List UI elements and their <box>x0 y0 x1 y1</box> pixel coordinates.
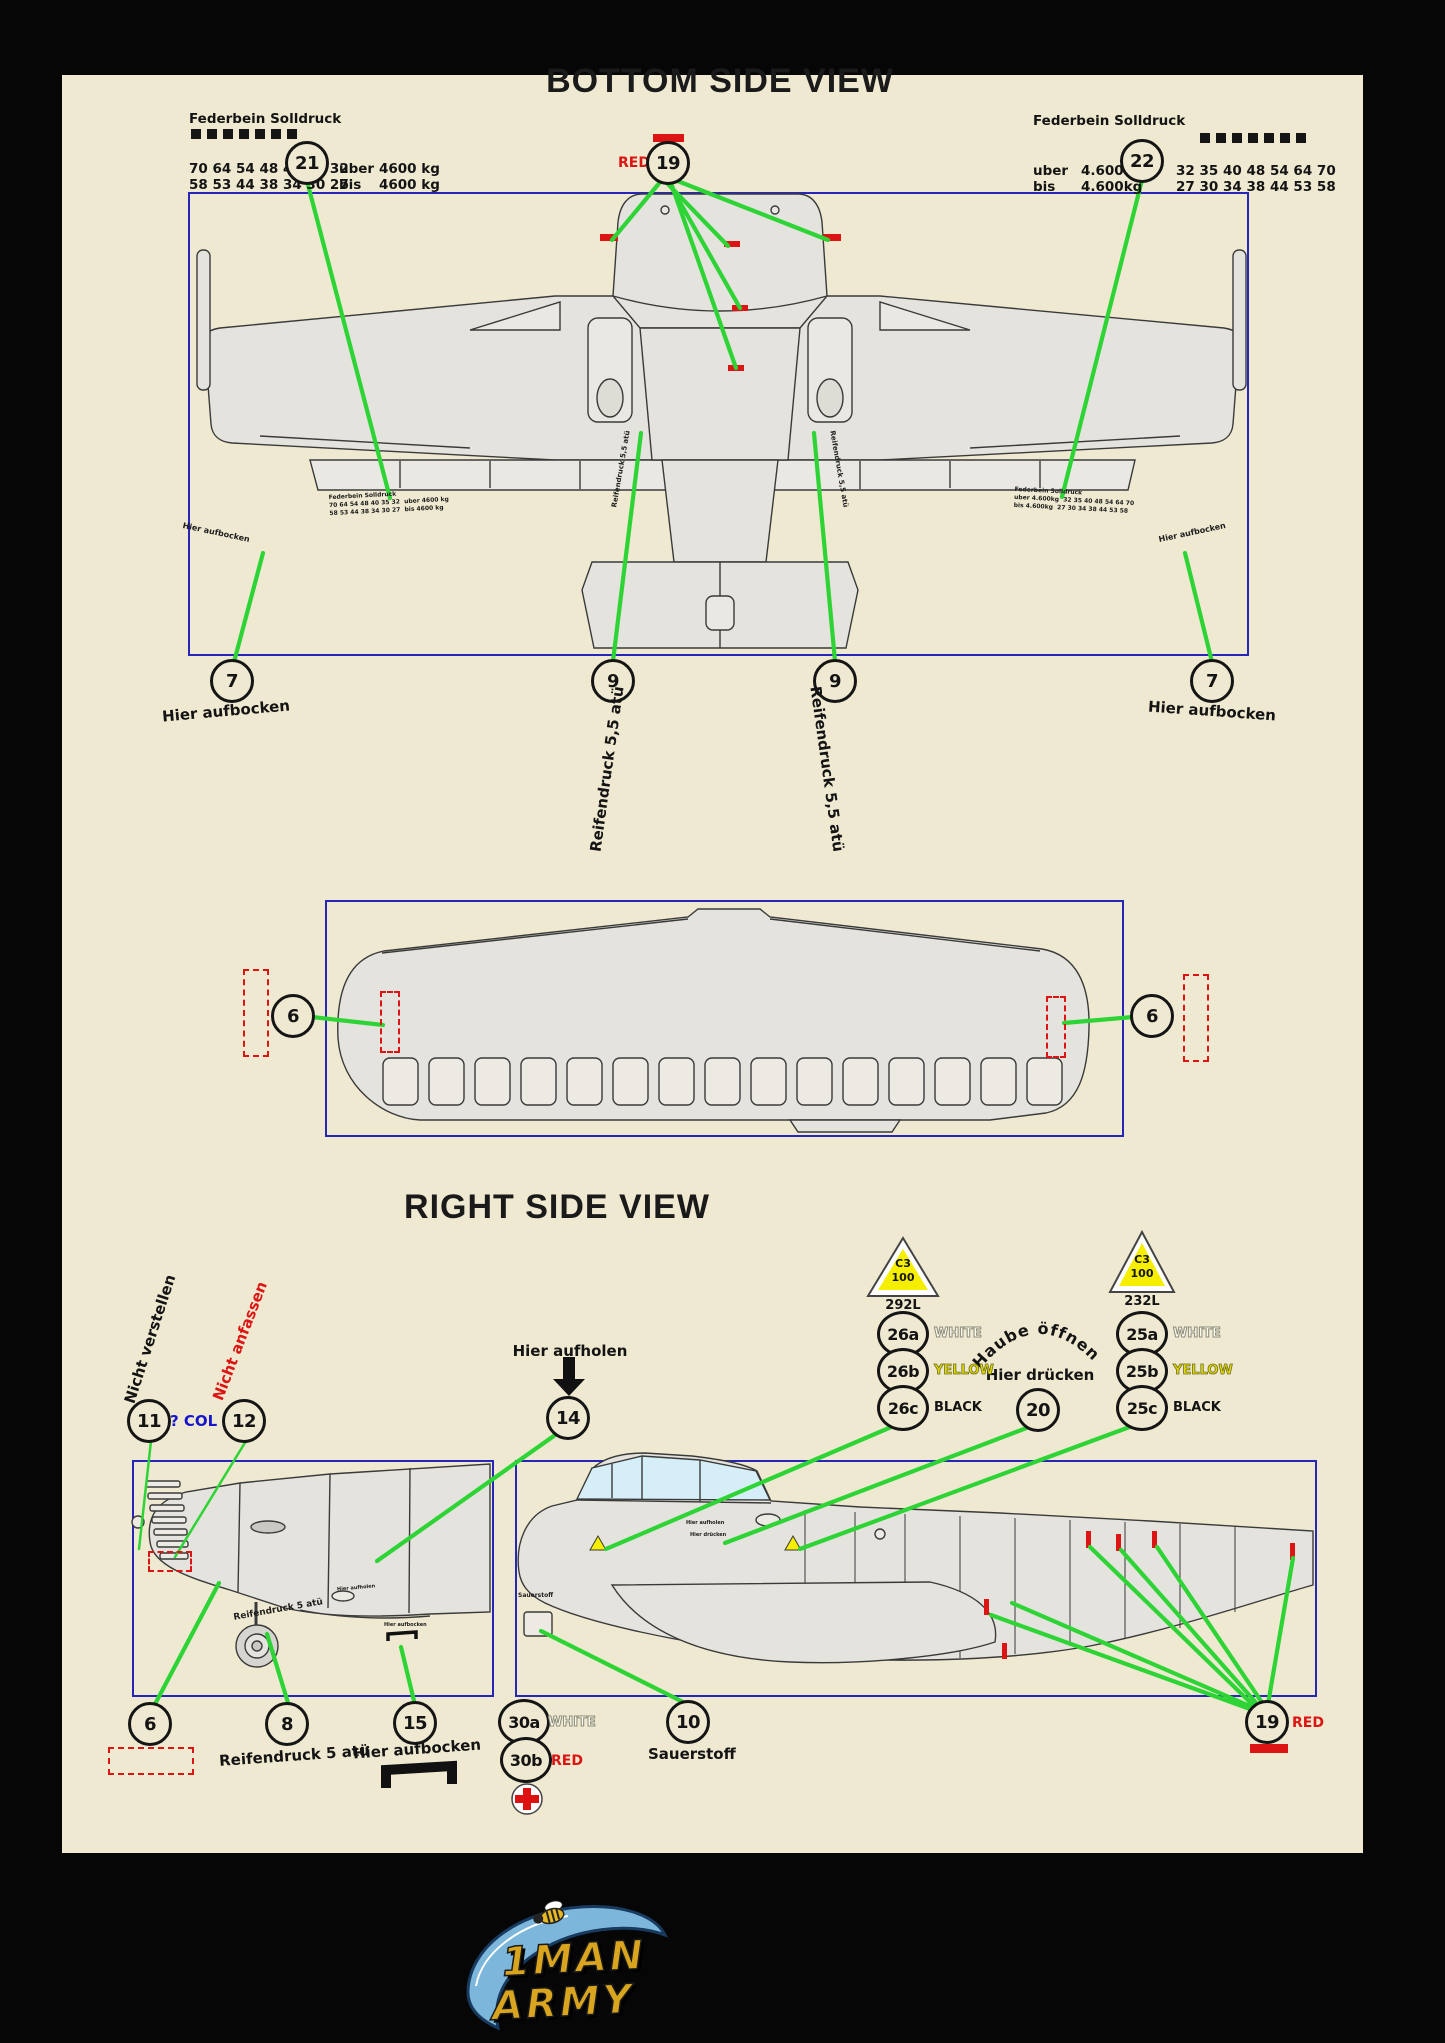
triangle-octane-left: 100 <box>891 1271 915 1284</box>
callout-6-mid-right: 6 <box>1130 994 1174 1038</box>
nose-view-frame <box>132 1460 494 1697</box>
triangle-octane-right: 100 <box>1130 1267 1154 1280</box>
bee-icon <box>533 1900 565 1925</box>
pressure-table-right: Federbein Solldruck uber 4.600kg 32 35 4… <box>1033 80 1336 229</box>
decal-outline-nose <box>148 1551 192 1572</box>
table-cell: 4600 kg <box>379 160 440 177</box>
bottom-view-title: BOTTOM SIDE VIEW <box>546 62 894 100</box>
hier-aufholen-label: Hier aufholen <box>512 1342 628 1360</box>
pressure-table-right-title: Federbein Solldruck <box>1033 113 1186 129</box>
callout-20: 20 <box>1016 1388 1060 1432</box>
triangle-grade-right: C3 <box>1134 1253 1150 1266</box>
triangle-code-right: 232L <box>1124 1294 1160 1309</box>
yellow-label-26b: YELLOW <box>934 1363 995 1379</box>
callout-11: 11 <box>127 1399 171 1443</box>
side-view-frame <box>515 1460 1317 1697</box>
logo-line2: ARMY <box>490 1976 636 2031</box>
hier-druecken-label: Hier drücken <box>985 1366 1095 1384</box>
black-label-26c: BLACK <box>934 1400 982 1415</box>
callout-15: 15 <box>393 1701 437 1745</box>
callout-7-right: 7 <box>1190 659 1234 703</box>
decal-outline-mid-outer-left <box>243 969 269 1057</box>
pressure-scale-squares-right <box>1200 133 1306 143</box>
callout-26c: 26c <box>877 1385 929 1431</box>
white-label-30a: WHITE <box>548 1715 597 1731</box>
triangle-code-left: 292L <box>885 1298 921 1313</box>
callout-7-left: 7 <box>210 659 254 703</box>
callout-12: 12 <box>222 1399 266 1443</box>
callout-6-bottom: 6 <box>128 1702 172 1746</box>
table-cell: uber <box>339 160 375 177</box>
decal-outline-mid-inner-left <box>380 991 400 1053</box>
red-label-30b: RED <box>551 1753 583 1769</box>
callout-8: 8 <box>265 1702 309 1746</box>
table-cell: bis <box>339 177 362 193</box>
callout-19-top: 19 <box>646 141 690 185</box>
table-cell: 58 53 44 38 34 30 27 <box>189 177 349 193</box>
callout-22: 22 <box>1120 139 1164 183</box>
callout-14: 14 <box>546 1396 590 1440</box>
stabilizer-view-frame <box>325 900 1124 1137</box>
red-color-note-top: RED <box>618 155 650 171</box>
table-cell: bis <box>1033 179 1056 195</box>
pressure-scale-squares-left <box>191 129 297 139</box>
table-cell: 32 35 40 48 54 64 70 <box>1176 162 1336 179</box>
decal-outline-mid-inner-right <box>1046 996 1066 1058</box>
black-label-25c: BLACK <box>1173 1400 1221 1415</box>
decal-outline-mid-outer-right <box>1183 974 1209 1062</box>
table-cell: 4600 kg <box>379 177 440 193</box>
red-label-19: RED <box>1292 1715 1324 1731</box>
bottom-view-frame <box>188 192 1249 656</box>
callout-19-bottom: 19 <box>1245 1700 1289 1744</box>
callout-10: 10 <box>666 1700 710 1744</box>
table-cell: 27 30 34 38 44 53 58 <box>1176 179 1336 195</box>
white-label-25a: WHITE <box>1173 1326 1222 1342</box>
side-stencil-druecken: Hier drücken <box>690 1532 727 1538</box>
pressure-table-left: Federbein Solldruck 70 64 54 48 40 35 32… <box>189 78 440 227</box>
callout-9-left: 9 <box>591 659 635 703</box>
nose-stencil-aufbocken: Hier aufbocken <box>384 1622 427 1628</box>
side-stencil-aufholen: Hier aufholen <box>686 1520 725 1526</box>
right-view-title: RIGHT SIDE VIEW <box>404 1188 710 1226</box>
callout-30b: 30b <box>500 1737 552 1783</box>
col-note-label: ? COL <box>170 1412 218 1430</box>
callout-6-mid-left: 6 <box>271 994 315 1038</box>
triangle-grade-left: C3 <box>895 1257 911 1270</box>
callout-25c: 25c <box>1116 1385 1168 1431</box>
table-cell: uber <box>1033 162 1069 179</box>
side-stencil-sauerstoff: Sauerstoff <box>518 1592 554 1599</box>
table-cell: 4.600kg <box>1081 179 1143 195</box>
yellow-label-25b: YELLOW <box>1173 1363 1234 1379</box>
callout-21: 21 <box>285 141 329 185</box>
decal-outline-bottom <box>108 1747 194 1775</box>
sauerstoff-label: Sauerstoff <box>648 1745 736 1763</box>
white-label-26a: WHITE <box>934 1326 983 1342</box>
callout-9-right: 9 <box>813 659 857 703</box>
pressure-table-left-title: Federbein Solldruck <box>189 111 342 127</box>
